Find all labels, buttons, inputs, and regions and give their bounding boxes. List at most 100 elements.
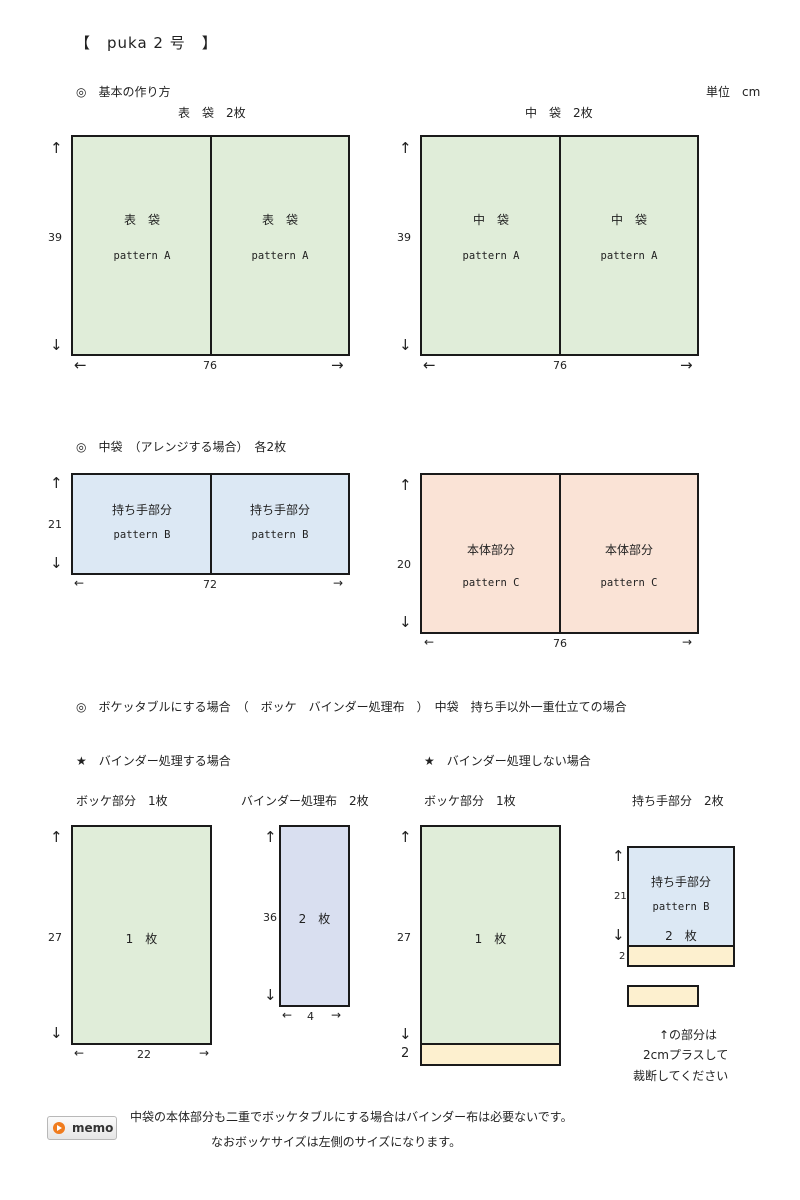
arrow-left-icon: ← bbox=[424, 635, 435, 649]
pocket-width-dim: 22 bbox=[137, 1048, 151, 1061]
arrow-left-icon: ← bbox=[74, 1046, 85, 1060]
inner-bag-caption: 中 袋 2枚 bbox=[525, 106, 593, 120]
handle-width-dim: 72 bbox=[203, 578, 217, 591]
page-title: 【 puka 2 号 】 bbox=[75, 34, 218, 52]
handle-height-dim: 21 bbox=[48, 518, 62, 531]
outer-bag-caption: 表 袋 2枚 bbox=[178, 106, 246, 120]
panel-pattern: pattern B bbox=[113, 529, 171, 541]
pocket-caption-2: ボッケ部分 1枚 bbox=[424, 794, 516, 808]
binder-width-dim: 4 bbox=[307, 1010, 314, 1023]
panel-pattern: pattern B bbox=[652, 901, 710, 913]
section-heading-arrange: ◎ 中袋 （アレンジする場合） 各2枚 bbox=[76, 440, 287, 454]
panel-divider bbox=[559, 475, 561, 632]
memo-button[interactable]: memo bbox=[47, 1116, 117, 1140]
inner-bag-rect: 中 袋 pattern A 中 袋 pattern A bbox=[420, 135, 699, 356]
section-heading-pocketable: ◎ ボケッタブルにする場合 （ ボッケ バインダー処理布 ） 中袋 持ち手以外一… bbox=[76, 700, 627, 714]
outer-panel-2: 表 袋 pattern A bbox=[212, 137, 348, 354]
body-panel-2: 本体部分 pattern C bbox=[561, 475, 697, 632]
pocket-height-dim: 27 bbox=[48, 931, 62, 944]
extra-strip-sample bbox=[627, 985, 699, 1007]
panel-name: 持ち手部分 bbox=[111, 503, 172, 517]
arrow-down-icon: ↓ bbox=[264, 986, 277, 1004]
arrow-down-icon: ↓ bbox=[612, 926, 625, 944]
inner-panel-2: 中 袋 pattern A bbox=[561, 137, 697, 354]
note-line-2: 2cmプラスして bbox=[643, 1048, 729, 1062]
body-panel-1: 本体部分 pattern C bbox=[422, 475, 560, 632]
pocket-count: 1 枚 bbox=[474, 932, 507, 946]
panel-pattern: pattern C bbox=[462, 577, 520, 589]
panel-pattern: pattern C bbox=[600, 577, 658, 589]
arrow-left-icon: ← bbox=[74, 576, 85, 590]
binder-caption: バインダー処理布 2枚 bbox=[241, 794, 369, 808]
arrow-down-icon: ↓ bbox=[50, 336, 63, 354]
panel-divider bbox=[559, 137, 561, 354]
panel-pattern: pattern A bbox=[600, 250, 658, 262]
arrow-right-icon: → bbox=[331, 356, 344, 374]
note-line-1: ↑の部分は bbox=[659, 1028, 718, 1042]
arrow-down-icon: ↓ bbox=[50, 554, 63, 572]
panel-name: 中 袋 bbox=[472, 213, 509, 227]
pocket-count: 1 枚 bbox=[125, 932, 158, 946]
arrow-up-icon: ↑ bbox=[264, 828, 277, 846]
panel-divider bbox=[210, 137, 212, 354]
panel-name: 本体部分 bbox=[604, 543, 653, 557]
handle-panel-2: 持ち手部分 pattern B bbox=[212, 475, 348, 573]
handle-panel-1: 持ち手部分 pattern B bbox=[73, 475, 211, 573]
binder-rect: 2 枚 bbox=[279, 825, 350, 1007]
body-width-dim: 76 bbox=[553, 637, 567, 650]
with-binder-heading: ★ バインダー処理する場合 bbox=[76, 754, 231, 768]
inner-panel-1: 中 袋 pattern A bbox=[422, 137, 560, 354]
pocket-extra-dim: 2 bbox=[401, 1046, 410, 1061]
arrow-up-icon: ↑ bbox=[50, 828, 63, 846]
body-height-dim: 20 bbox=[397, 558, 411, 571]
arrow-down-icon: ↓ bbox=[399, 613, 412, 631]
pocket-extra-strip bbox=[422, 1043, 559, 1064]
panel-name: 持ち手部分 bbox=[249, 503, 310, 517]
arrow-down-icon: ↓ bbox=[50, 1024, 63, 1042]
memo-line-1: 中袋の本体部分も二重でボッケタブルにする場合はバインダー布は必要ないです。 bbox=[130, 1110, 573, 1124]
handle-extra-strip bbox=[629, 945, 733, 965]
section-heading-basic: ◎ 基本の作り方 bbox=[76, 85, 171, 99]
arrow-left-icon: ← bbox=[282, 1008, 293, 1022]
panel-name: 中 袋 bbox=[610, 213, 647, 227]
inner-height-dim: 39 bbox=[397, 231, 411, 244]
arrow-up-icon: ↑ bbox=[50, 474, 63, 492]
panel-pattern: pattern A bbox=[251, 250, 309, 262]
panel-pattern: pattern A bbox=[462, 250, 520, 262]
handle-caption-2: 持ち手部分 2枚 bbox=[632, 794, 724, 808]
panel-pattern: pattern A bbox=[113, 250, 171, 262]
arrow-right-icon: → bbox=[331, 1008, 342, 1022]
panel-pattern: pattern B bbox=[251, 529, 309, 541]
arrow-left-icon: ← bbox=[423, 356, 436, 374]
without-binder-heading: ★ バインダー処理しない場合 bbox=[424, 754, 591, 768]
binder-height-dim: 36 bbox=[263, 911, 277, 924]
handle-height-dim: 21 bbox=[614, 891, 627, 902]
panel-name: 本体部分 bbox=[466, 543, 515, 557]
note-line-3: 裁断してください bbox=[633, 1069, 729, 1083]
arrow-left-icon: ← bbox=[74, 356, 87, 374]
arrow-right-icon: → bbox=[680, 356, 693, 374]
body-rect: 本体部分 pattern C 本体部分 pattern C bbox=[420, 473, 699, 634]
arrow-right-icon: → bbox=[199, 1046, 210, 1060]
handle-extra-dim: 2 bbox=[619, 951, 626, 962]
pocket-height-dim: 27 bbox=[397, 931, 411, 944]
outer-width-dim: 76 bbox=[203, 359, 217, 372]
arrow-up-icon: ↑ bbox=[399, 828, 412, 846]
outer-height-dim: 39 bbox=[48, 231, 62, 244]
arrow-down-icon: ↓ bbox=[399, 336, 412, 354]
pocket-caption: ボッケ部分 1枚 bbox=[76, 794, 168, 808]
handle-rect: 持ち手部分 pattern B 持ち手部分 pattern B bbox=[71, 473, 350, 575]
outer-bag-rect: 表 袋 pattern A 表 袋 pattern A bbox=[71, 135, 350, 356]
handle-count: 2 枚 bbox=[665, 929, 697, 943]
arrow-up-icon: ↑ bbox=[50, 139, 63, 157]
arrow-down-icon: ↓ bbox=[399, 1025, 412, 1043]
play-icon bbox=[53, 1122, 65, 1134]
arrow-up-icon: ↑ bbox=[399, 476, 412, 494]
arrow-right-icon: → bbox=[333, 576, 344, 590]
pocket-rect-no-binder: 1 枚 bbox=[420, 825, 561, 1066]
outer-panel-1: 表 袋 pattern A bbox=[73, 137, 211, 354]
arrow-up-icon: ↑ bbox=[612, 847, 625, 865]
panel-divider bbox=[210, 475, 212, 573]
arrow-right-icon: → bbox=[682, 635, 693, 649]
unit-label: 単位 cm bbox=[706, 85, 761, 99]
